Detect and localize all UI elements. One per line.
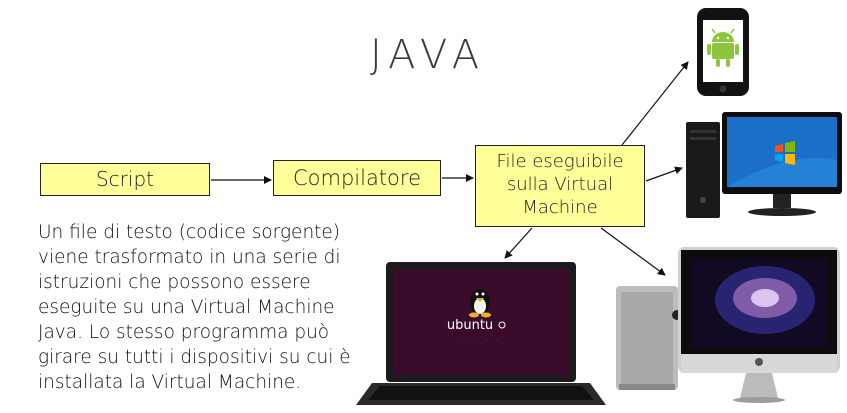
- arrow-file-to-laptop: [504, 227, 533, 259]
- windows-desktop-icon: [686, 112, 842, 218]
- mac-computer-icon: [616, 247, 840, 403]
- executable-file-line-2: sulla Virtual: [506, 174, 614, 195]
- svg-text:· · · · ·: · · · · ·: [459, 338, 500, 344]
- apple-logo-icon: [755, 358, 763, 366]
- android-robot-icon: [707, 28, 739, 67]
- arrow-file-to-phone: [621, 61, 689, 146]
- script-node: Script: [40, 163, 210, 196]
- executable-file-line-1: File eseguibile: [496, 151, 624, 172]
- description-text: Un file di testo (codice sorgente) viene…: [38, 222, 351, 393]
- compiler-node: Compilatore: [273, 160, 441, 196]
- android-phone-icon: [697, 8, 749, 96]
- ubuntu-tux-icon: [469, 289, 491, 318]
- executable-file-line-3: Machine: [522, 197, 598, 218]
- ubuntu-wordmark: ubuntu: [447, 318, 493, 333]
- arrow-file-to-desktop: [645, 166, 683, 182]
- page-title: JAVA: [370, 32, 487, 78]
- ubuntu-laptop-icon: ubuntu · · · · ·: [356, 262, 606, 405]
- executable-file-node: File eseguibile sulla Virtual Machine: [475, 145, 645, 227]
- arrow-file-to-mac: [600, 227, 666, 276]
- windows-logo-icon: [775, 141, 795, 165]
